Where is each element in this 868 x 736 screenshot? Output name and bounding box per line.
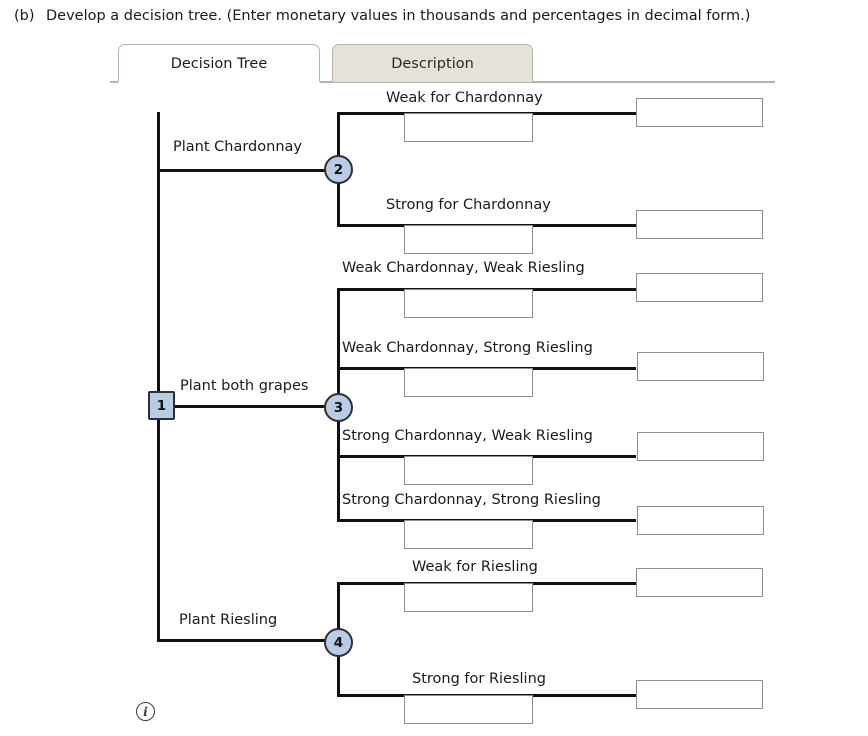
branch-label-plant-chardonnay: Plant Chardonnay [173,139,302,155]
payoff-input-weak-for-riesling[interactable] [636,568,763,597]
payoff-input-strong-for-chardonnay[interactable] [636,210,763,239]
info-icon-glyph: i [143,704,148,719]
probability-input-weak-for-riesling[interactable] [404,583,533,612]
payoff-input-weak-chardonnay-strong-riesling[interactable] [637,352,764,381]
probability-input-strong-chardonnay-weak-riesling[interactable] [404,456,533,485]
question-text: Develop a decision tree. (Enter monetary… [46,8,751,24]
decision-node-1[interactable]: 1 [148,391,175,420]
probability-input-weak-for-chardonnay[interactable] [404,113,533,142]
branch-label-plant-riesling: Plant Riesling [179,612,278,628]
probability-input-weak-chardonnay-strong-riesling[interactable] [404,368,533,397]
chance-node-2-label: 2 [333,161,344,178]
tab-bar-underline [110,81,775,83]
payoff-input-weak-for-chardonnay[interactable] [636,98,763,127]
tab-description[interactable]: Description [332,44,533,82]
question-number: (b) [14,8,35,24]
outcome-label-strong-for-riesling: Strong for Riesling [412,671,546,687]
chance-node-4-label: 4 [333,634,344,651]
outcome-label-strong-chardonnay-strong-riesling: Strong Chardonnay, Strong Riesling [342,492,601,508]
probability-input-strong-for-chardonnay[interactable] [404,225,533,254]
tab-decision-tree-label: Decision Tree [170,55,268,72]
probability-input-strong-chardonnay-strong-riesling[interactable] [404,520,533,549]
outcome-label-strong-for-chardonnay: Strong for Chardonnay [386,197,551,213]
branch-label-plant-both-grapes: Plant both grapes [180,378,309,394]
trunk-vertical-line [157,112,160,642]
decision-node-1-label: 1 [156,397,167,414]
chance-node-4[interactable]: 4 [324,628,353,657]
tab-description-label: Description [391,55,474,72]
question-prompt: (b) Develop a decision tree. (Enter mone… [0,8,868,32]
outcome-label-weak-chardonnay-weak-riesling: Weak Chardonnay, Weak Riesling [342,260,585,276]
outcome-label-weak-chardonnay-strong-riesling: Weak Chardonnay, Strong Riesling [342,340,593,356]
payoff-input-strong-chardonnay-weak-riesling[interactable] [637,432,764,461]
outcome-label-weak-for-chardonnay: Weak for Chardonnay [386,90,543,106]
chance-node-3-label: 3 [333,399,344,416]
payoff-input-strong-for-riesling[interactable] [636,680,763,709]
branch-line-plant-riesling [157,639,341,642]
branch-line-plant-chardonnay [157,169,341,172]
chance-node-2[interactable]: 2 [324,155,353,184]
tab-decision-tree[interactable]: Decision Tree [118,44,320,82]
payoff-input-strong-chardonnay-strong-riesling[interactable] [637,506,764,535]
chance-node-3[interactable]: 3 [324,393,353,422]
tab-bar: Decision Tree Description [110,44,775,83]
probability-input-weak-chardonnay-weak-riesling[interactable] [404,289,533,318]
outcome-label-weak-for-riesling: Weak for Riesling [412,559,538,575]
payoff-input-weak-chardonnay-weak-riesling[interactable] [636,273,763,302]
info-icon[interactable]: i [136,702,155,721]
branch-line-plant-both-grapes [170,405,341,408]
probability-input-strong-for-riesling[interactable] [404,695,533,724]
outcome-label-strong-chardonnay-weak-riesling: Strong Chardonnay, Weak Riesling [342,428,593,444]
